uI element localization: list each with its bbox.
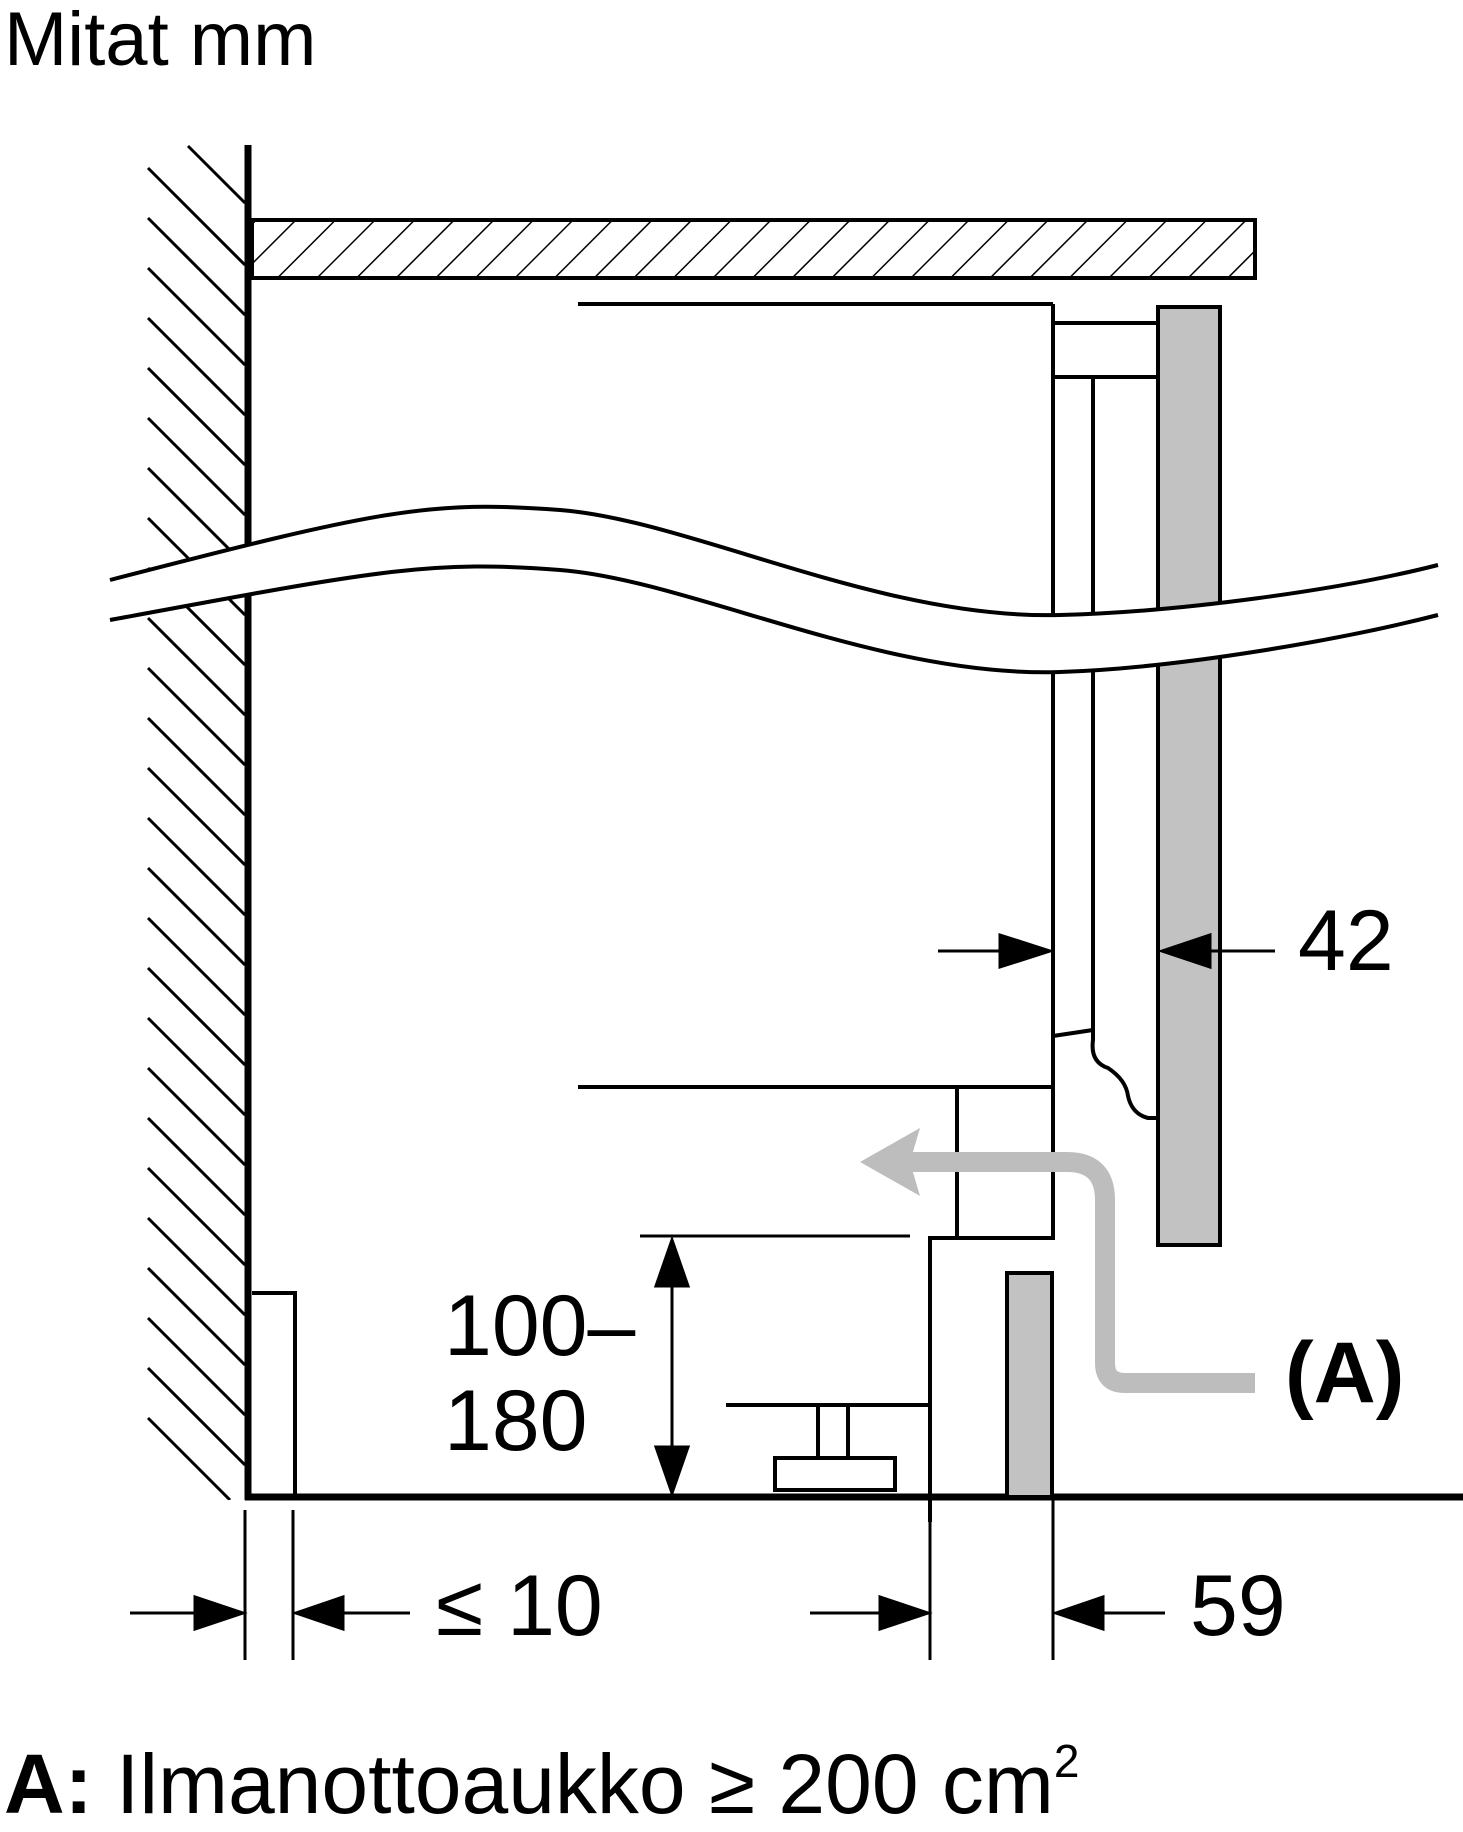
legend: A: Ilmanottoaukko ≥ 200 cm2 bbox=[4, 1738, 1079, 1826]
dimension-wall-gap-label: ≤ 10 bbox=[436, 1558, 603, 1654]
wall-left bbox=[146, 144, 252, 1500]
dimension-plinth-height-label-top: 100– bbox=[444, 1278, 636, 1374]
wall-spacer bbox=[252, 1291, 297, 1497]
dimension-42-label: 42 bbox=[1298, 893, 1394, 989]
dimension-plinth-height bbox=[640, 1234, 910, 1498]
airflow-arrow bbox=[860, 1128, 1255, 1393]
break-lines bbox=[109, 504, 1439, 675]
dimension-wall-gap bbox=[130, 1510, 410, 1660]
page-title: Mitat mm bbox=[4, 0, 317, 82]
dimension-plinth-height-label-bottom: 180 bbox=[444, 1373, 588, 1469]
appliance-body bbox=[578, 302, 1160, 1522]
callout-a-label: (A) bbox=[1285, 1325, 1405, 1421]
countertop bbox=[250, 218, 1257, 280]
dimension-plinth-depth-label: 59 bbox=[1190, 1558, 1286, 1654]
legend-key: A: bbox=[4, 1737, 93, 1831]
adjustable-foot bbox=[773, 1403, 897, 1492]
dimension-plinth-depth bbox=[810, 1400, 1165, 1660]
dimension-42 bbox=[938, 932, 1275, 970]
plinth-panel bbox=[1005, 1271, 1054, 1499]
legend-superscript: 2 bbox=[1053, 1735, 1080, 1787]
furniture-door-panel bbox=[1156, 305, 1222, 1247]
legend-text: Ilmanottoaukko ≥ 200 cm bbox=[115, 1737, 1054, 1831]
